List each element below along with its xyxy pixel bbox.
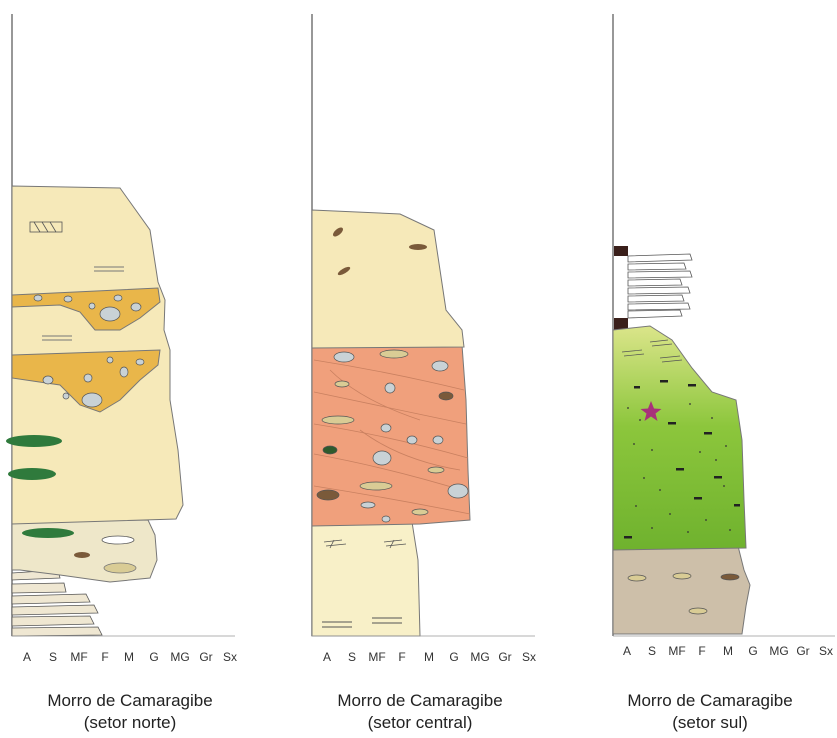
caption-title: Morro de Camaragibe xyxy=(0,690,260,712)
grain-tick: A xyxy=(323,650,331,664)
grain-tick: F xyxy=(698,644,705,658)
column-sul-tan-bed xyxy=(613,546,750,634)
column-norte-mud-clast xyxy=(22,528,74,538)
column-norte-clast xyxy=(102,536,134,544)
grain-tick: S xyxy=(49,650,57,664)
grain-tick: G xyxy=(149,650,158,664)
caption-title: Morro de Camaragibe xyxy=(580,690,837,712)
column-sul-caption: Morro de Camaragibe (setor sul) xyxy=(580,690,837,734)
grain-tick: Gr xyxy=(796,644,809,658)
grain-tick: MF xyxy=(70,650,87,664)
grain-tick: A xyxy=(623,644,631,658)
grain-tick: G xyxy=(449,650,458,664)
grain-tick: S xyxy=(648,644,656,658)
column-norte: A S MF F M G MG Gr Sx xyxy=(6,14,237,664)
grain-tick: M xyxy=(424,650,434,664)
grain-tick: MF xyxy=(668,644,685,658)
column-central-caption: Morro de Camaragibe (setor central) xyxy=(290,690,550,734)
grain-tick: Sx xyxy=(223,650,237,664)
grain-tick: Sx xyxy=(819,644,833,658)
column-sul-heterolithic-laminae xyxy=(628,254,692,318)
caption-sector: (setor norte) xyxy=(0,712,260,734)
column-central-grain-scale: A S MF F M G MG Gr Sx xyxy=(323,650,536,664)
column-norte-clast xyxy=(74,552,90,558)
column-norte-caption: Morro de Camaragibe (setor norte) xyxy=(0,690,260,734)
column-norte-grain-scale: A S MF F M G MG Gr Sx xyxy=(23,650,237,664)
column-norte-clast xyxy=(104,563,136,573)
column-central-lower-bed xyxy=(312,522,420,636)
column-sul-green-body xyxy=(613,326,746,550)
grain-tick: A xyxy=(23,650,31,664)
grain-tick: MF xyxy=(368,650,385,664)
column-norte-laminated-beds xyxy=(12,570,102,636)
grain-tick: F xyxy=(101,650,108,664)
grain-tick: F xyxy=(398,650,405,664)
grain-tick: G xyxy=(748,644,757,658)
grain-tick: S xyxy=(348,650,356,664)
grain-tick: MG xyxy=(170,650,189,664)
grain-tick: MG xyxy=(769,644,788,658)
grain-tick: M xyxy=(124,650,134,664)
column-central-upper-sandstone xyxy=(312,210,464,348)
column-central: A S MF F M G MG Gr Sx xyxy=(312,14,536,664)
grain-tick: Sx xyxy=(522,650,536,664)
column-norte-mud-lens xyxy=(6,435,62,447)
caption-title: Morro de Camaragibe xyxy=(290,690,550,712)
caption-sector: (setor sul) xyxy=(580,712,837,734)
column-sul-dark-bed xyxy=(614,246,628,256)
grain-tick: Gr xyxy=(498,650,511,664)
column-sul: A S MF F M G MG Gr Sx xyxy=(613,14,835,658)
grain-tick: MG xyxy=(470,650,489,664)
grain-tick: M xyxy=(723,644,733,658)
grain-tick: Gr xyxy=(199,650,212,664)
column-norte-mud-lens xyxy=(8,468,56,480)
caption-sector: (setor central) xyxy=(290,712,550,734)
column-sul-grain-scale: A S MF F M G MG Gr Sx xyxy=(623,644,833,658)
